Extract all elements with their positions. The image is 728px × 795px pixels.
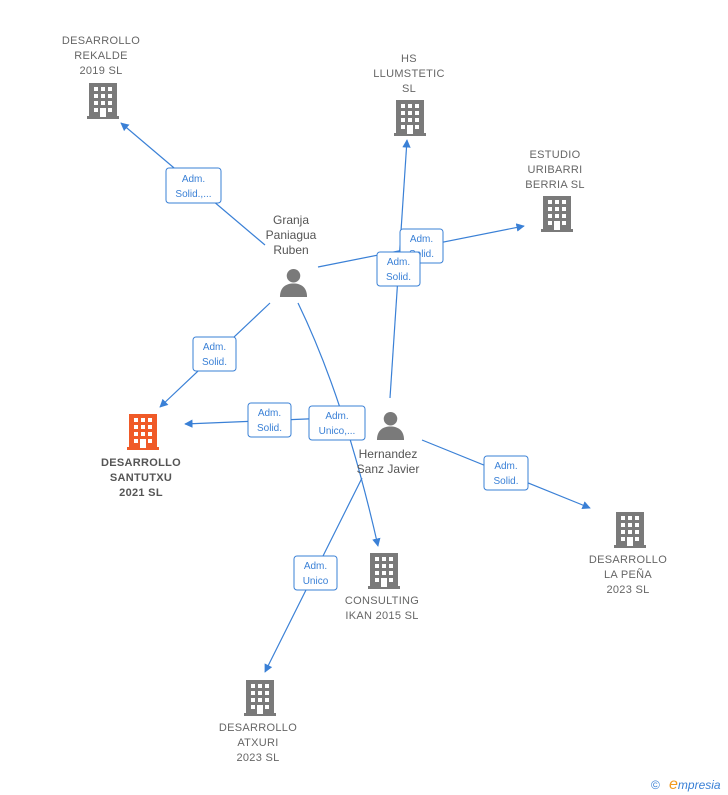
badge-line: Solid.: [257, 423, 282, 434]
brand-name: mpresia: [678, 778, 721, 792]
person-name: Granja: [273, 213, 309, 227]
company-name: ATXURI: [237, 737, 278, 749]
badge-line: Unico,...: [319, 426, 356, 437]
company-name: 2023 SL: [236, 752, 279, 764]
company-node[interactable]: HS LLUMSTETIC SL: [373, 53, 444, 136]
building-icon: [244, 680, 276, 716]
person-name: Paniagua: [266, 228, 317, 242]
relation-badge[interactable]: Adm. Solid.,...: [165, 167, 222, 204]
person-icon: [376, 411, 405, 440]
copyright-icon: ©: [651, 778, 660, 792]
badge-line: Adm.: [258, 408, 281, 419]
building-icon: [127, 414, 159, 450]
relation-badge[interactable]: Adm. Unico: [293, 555, 338, 591]
person-node[interactable]: Hernandez Sanz Javier: [357, 411, 420, 476]
building-icon: [394, 100, 426, 136]
badge-line: Unico: [303, 576, 329, 587]
relation-badge[interactable]: Adm. Solid.: [247, 402, 292, 438]
badge-line: Adm.: [304, 561, 327, 572]
brand-initial: e: [669, 776, 678, 793]
company-node[interactable]: DESARROLLO REKALDE 2019 SL: [62, 35, 140, 119]
company-name: 2021 SL: [119, 487, 163, 499]
building-icon: [614, 512, 646, 548]
company-name: DESARROLLO: [101, 457, 181, 469]
badge-line: Solid.: [409, 249, 434, 260]
person-name: Sanz Javier: [357, 462, 420, 476]
company-name: DESARROLLO: [62, 35, 140, 47]
building-icon: [541, 196, 573, 232]
company-name: SANTUTXU: [110, 472, 172, 484]
badge-line: Solid.: [202, 357, 227, 368]
relation-badges: Adm. Solid.,... Adm. Solid. Adm. Solid. …: [165, 167, 529, 591]
company-name: LA PEÑA: [604, 568, 652, 581]
badge-line: Adm.: [410, 234, 433, 245]
badge-line: Solid.,...: [175, 189, 211, 200]
company-node[interactable]: ESTUDIO URIBARRI BERRIA SL: [525, 149, 585, 232]
badge-line: Adm.: [182, 174, 205, 185]
company-name: DESARROLLO: [219, 722, 297, 734]
company-name: 2023 SL: [606, 584, 649, 596]
company-name: URIBARRI: [528, 164, 583, 176]
relation-badge[interactable]: Adm. Unico,...: [308, 405, 366, 441]
company-name: DESARROLLO: [589, 554, 667, 566]
person-name: Hernandez: [359, 447, 418, 461]
badge-line: Adm.: [494, 461, 517, 472]
company-name: 2019 SL: [79, 65, 122, 77]
person-icon: [279, 268, 308, 297]
footer-brand: © empresia: [651, 776, 721, 793]
company-node[interactable]: DESARROLLO ATXURI 2023 SL: [219, 680, 297, 764]
relation-badge[interactable]: Adm. Solid.: [376, 251, 421, 287]
building-icon: [87, 83, 119, 119]
badge-line: Solid.: [386, 272, 411, 283]
company-name: REKALDE: [74, 50, 127, 62]
brand-logo: empresia: [669, 776, 721, 793]
company-name: CONSULTING: [345, 595, 419, 607]
badge-line: Adm.: [203, 342, 226, 353]
company-node-highlighted[interactable]: DESARROLLO SANTUTXU 2021 SL: [101, 414, 181, 499]
company-name: HS: [401, 53, 417, 65]
company-name: SL: [402, 83, 416, 95]
edges: [120, 122, 591, 673]
badge-line: Adm.: [387, 257, 410, 268]
badge-line: Adm.: [325, 411, 348, 422]
company-name: BERRIA SL: [525, 179, 585, 191]
company-name: IKAN 2015 SL: [345, 610, 418, 622]
relation-badge[interactable]: Adm. Solid.: [483, 455, 529, 491]
badge-line: Solid.: [493, 476, 518, 487]
company-node[interactable]: DESARROLLO LA PEÑA 2023 SL: [589, 512, 667, 596]
person-name: Ruben: [273, 243, 308, 257]
relation-badge[interactable]: Adm. Solid.: [192, 336, 237, 372]
building-icon: [368, 553, 400, 589]
person-node[interactable]: Granja Paniagua Ruben: [266, 213, 317, 297]
company-node[interactable]: CONSULTING IKAN 2015 SL: [345, 553, 419, 622]
company-name: ESTUDIO: [530, 149, 581, 161]
company-name: LLUMSTETIC: [373, 68, 444, 80]
